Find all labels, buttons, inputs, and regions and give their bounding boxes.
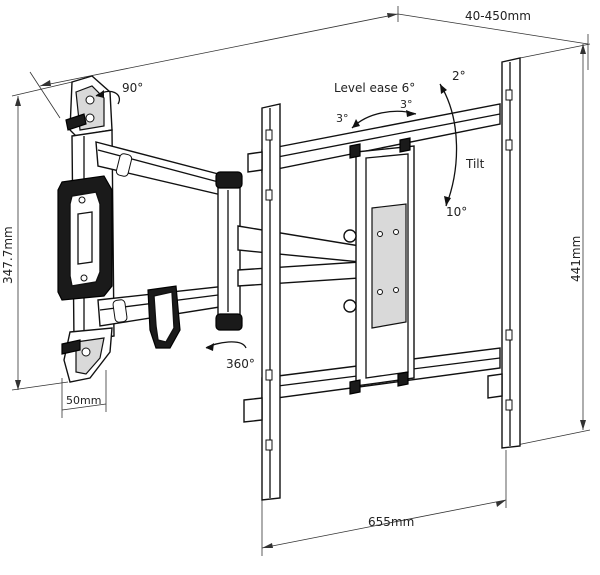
left-height-dimension (11, 81, 73, 391)
level-right-label: 3° (400, 98, 413, 111)
level-arrow (351, 110, 417, 129)
left-height-label: 347.7mm (1, 226, 15, 284)
tv-bracket (243, 57, 521, 501)
depth-dimension (29, 6, 589, 119)
width-dimension (261, 450, 507, 556)
right-height-dimension (511, 43, 591, 447)
wall-width-dimension (61, 370, 107, 418)
tilt-arrow (439, 83, 458, 207)
tilt-up-label: 2° (452, 69, 466, 83)
swivel-top-label: 90° (122, 81, 143, 95)
swivel-top-arrow (95, 90, 120, 105)
tilt-down-label: 10° (446, 205, 467, 219)
depth-label: 40-450mm (465, 9, 531, 23)
swivel-bottom-label: 360° (226, 357, 255, 371)
level-left-label: 3° (336, 112, 349, 125)
width-label: 655mm (368, 515, 414, 529)
swing-arms (95, 141, 361, 349)
swivel-bottom-arrow (205, 341, 247, 351)
wall-width-label: 50mm (66, 394, 101, 407)
wall-plate (57, 75, 115, 383)
tilt-label: Tilt (465, 157, 485, 171)
level-ease-label: Level ease 6° (334, 81, 415, 95)
right-height-label: 441mm (569, 236, 583, 282)
